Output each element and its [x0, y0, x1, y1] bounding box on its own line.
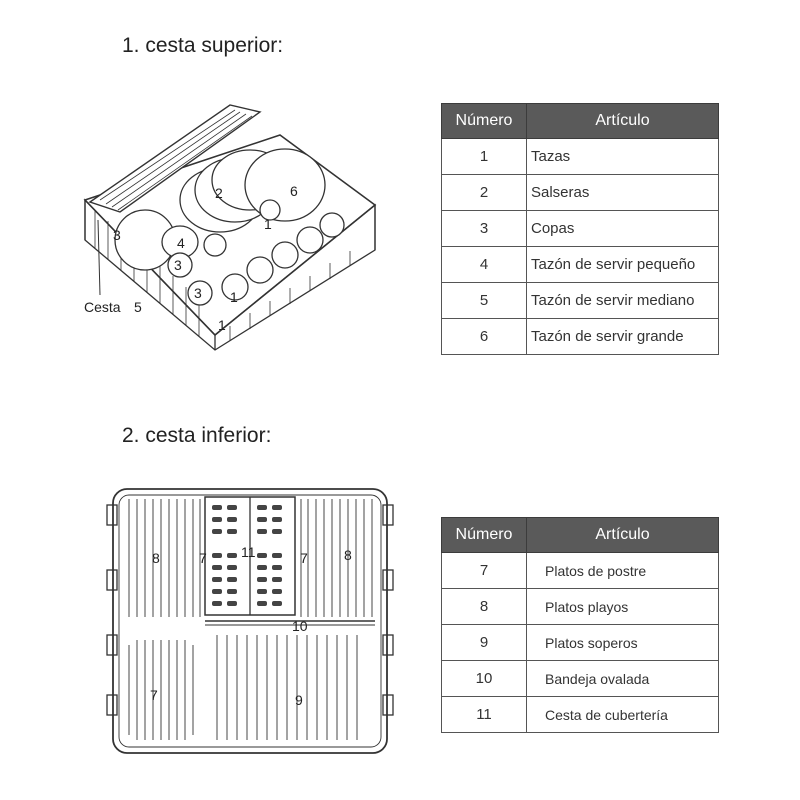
label-7a: 7	[199, 550, 207, 566]
row-item: Cesta de cubertería	[526, 696, 719, 733]
lower-basket-illustration: 8 7 11 7 8 10 7 9	[106, 488, 394, 754]
row-number: 10	[441, 660, 527, 697]
label-5: 5	[134, 299, 142, 315]
row-item: Bandeja ovalada	[526, 660, 719, 697]
header-numero: Número	[441, 517, 527, 553]
header-articulo: Artículo	[526, 517, 719, 553]
row-item: Tazón de servir mediano	[526, 282, 719, 319]
label-1b: 1	[230, 289, 238, 305]
row-item: Tazas	[526, 138, 719, 175]
label-1a: 1	[264, 216, 272, 232]
label-3b: 3	[174, 257, 182, 273]
label-cesta: Cesta	[84, 299, 121, 315]
row-item: Platos de postre	[526, 552, 719, 589]
upper-basket-title: 1. cesta superior:	[122, 34, 284, 57]
row-item: Platos soperos	[526, 624, 719, 661]
header-articulo: Artículo	[526, 103, 719, 139]
label-7b: 7	[300, 550, 308, 566]
label-2: 2	[215, 185, 223, 201]
row-number: 1	[441, 138, 527, 175]
label-1c: 1	[218, 317, 226, 333]
label-9: 9	[295, 692, 303, 708]
row-number: 4	[441, 246, 527, 283]
row-number: 11	[441, 696, 527, 733]
row-number: 2	[441, 174, 527, 211]
row-item: Platos playos	[526, 588, 719, 625]
lower-basket-title: 2. cesta inferior:	[122, 424, 272, 447]
row-number: 5	[441, 282, 527, 319]
upper-basket-illustration: Cesta 5 3 3 3 4 2 6 1 1 1	[83, 104, 377, 351]
row-number: 9	[441, 624, 527, 661]
row-item: Copas	[526, 210, 719, 247]
label-4: 4	[177, 235, 185, 251]
label-3a: 3	[113, 227, 121, 243]
label-8a: 8	[152, 550, 160, 566]
header-numero: Número	[441, 103, 527, 139]
label-6: 6	[290, 183, 298, 199]
row-number: 6	[441, 318, 527, 355]
row-number: 8	[441, 588, 527, 625]
row-number: 7	[441, 552, 527, 589]
label-7c: 7	[150, 687, 158, 703]
row-item: Tazón de servir grande	[526, 318, 719, 355]
row-item: Tazón de servir pequeño	[526, 246, 719, 283]
label-8b: 8	[344, 547, 352, 563]
row-item: Salseras	[526, 174, 719, 211]
label-11: 11	[241, 544, 256, 560]
label-10: 10	[292, 618, 308, 634]
label-3c: 3	[194, 285, 202, 301]
row-number: 3	[441, 210, 527, 247]
